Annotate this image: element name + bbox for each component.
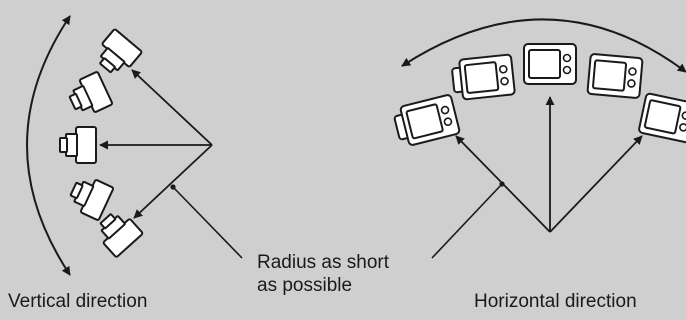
arrow-icon — [549, 135, 643, 233]
radius-dot — [499, 181, 505, 187]
camera-icon — [64, 171, 115, 222]
camera-icon — [637, 92, 686, 144]
camera-icon — [451, 53, 516, 101]
arrow-icon — [131, 69, 213, 146]
camera-icon — [586, 52, 644, 100]
arrow-icon — [133, 144, 213, 219]
radius-leader-line — [172, 186, 243, 259]
vertical-direction-label: Vertical direction — [8, 291, 148, 312]
camera-icon — [59, 126, 97, 164]
camera-icon — [63, 70, 114, 121]
radius-label: Radius as short as possible — [257, 252, 390, 296]
radius-dot — [170, 184, 176, 190]
camera-icon — [393, 93, 462, 147]
camera-icon — [523, 43, 577, 85]
vertical-sweep-arc — [26, 15, 71, 276]
horizontal-sweep-arc — [401, 18, 686, 73]
radius-leader-line — [431, 183, 503, 259]
horizontal-direction-label: Horizontal direction — [474, 291, 637, 312]
